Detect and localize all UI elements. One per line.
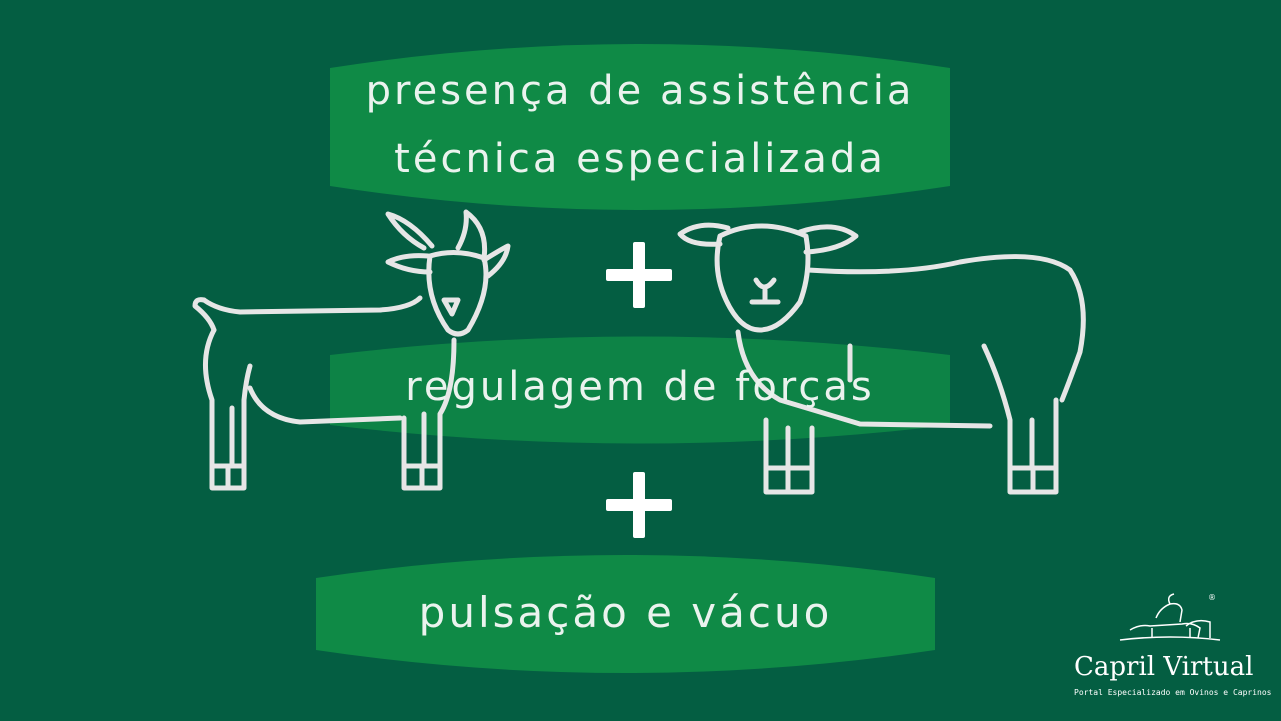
goat-sheep-logo-icon: ®	[1119, 593, 1221, 641]
logo-name: Capril Virtual	[1074, 652, 1254, 682]
banner-middle-label: regulagem de forças	[405, 364, 875, 410]
logo-tagline: Portal Especializado em Ovinos e Caprino…	[1074, 688, 1272, 697]
banner-top	[330, 44, 950, 210]
banner-bottom-label: pulsação e vácuo	[418, 588, 833, 637]
plus-icon	[606, 472, 672, 538]
registered-mark: ®	[1208, 593, 1216, 602]
banner-middle	[330, 336, 950, 444]
banner-top-line1: presença de assistência	[365, 68, 915, 114]
banner-bottom	[316, 555, 935, 673]
logo: ® Capril Virtual Portal Especializado em…	[1070, 588, 1275, 708]
banner-top-line2: técnica especializada	[394, 136, 886, 182]
plus-icon	[606, 242, 672, 308]
